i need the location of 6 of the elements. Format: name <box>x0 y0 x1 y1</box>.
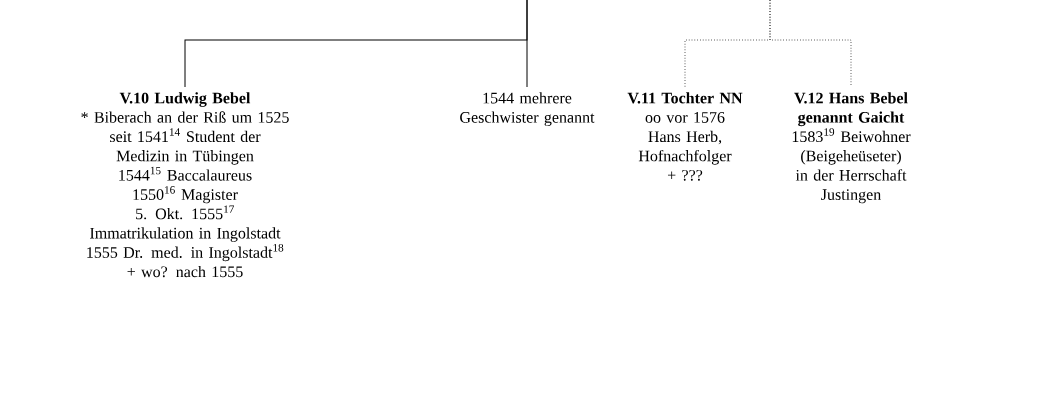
entry-text: V.11 Tochter NN oo vor 1576 Hans Herb, Hofnachfolger + ??? <box>627 92 743 181</box>
tree-line <box>526 0 528 88</box>
entry-text: V.12 Hans Bebel genannt Gaicht 1583$^{19}$ Beiwohner (Beigeheüseter) in der Herrschaft Justingen <box>792 92 911 204</box>
tree-line <box>769 0 852 88</box>
entry-text: 1544 mehrere Geschwister genannt <box>460 92 595 127</box>
entry-text: V.10 Ludwig Bebel * Biberach an der Riß um 1525 seit 1541$^{14}$ Student der Medizin in Tübingen 1544$^{15}$ Baccalaureus 1550$^{16}$ Magister 5. Okt. 1555$^{17}$ Immatrikulation in Ingolstadt 1555 Dr. med. in Ingolstadt$^{18}$ + wo? nach 1555 <box>81 92 289 278</box>
